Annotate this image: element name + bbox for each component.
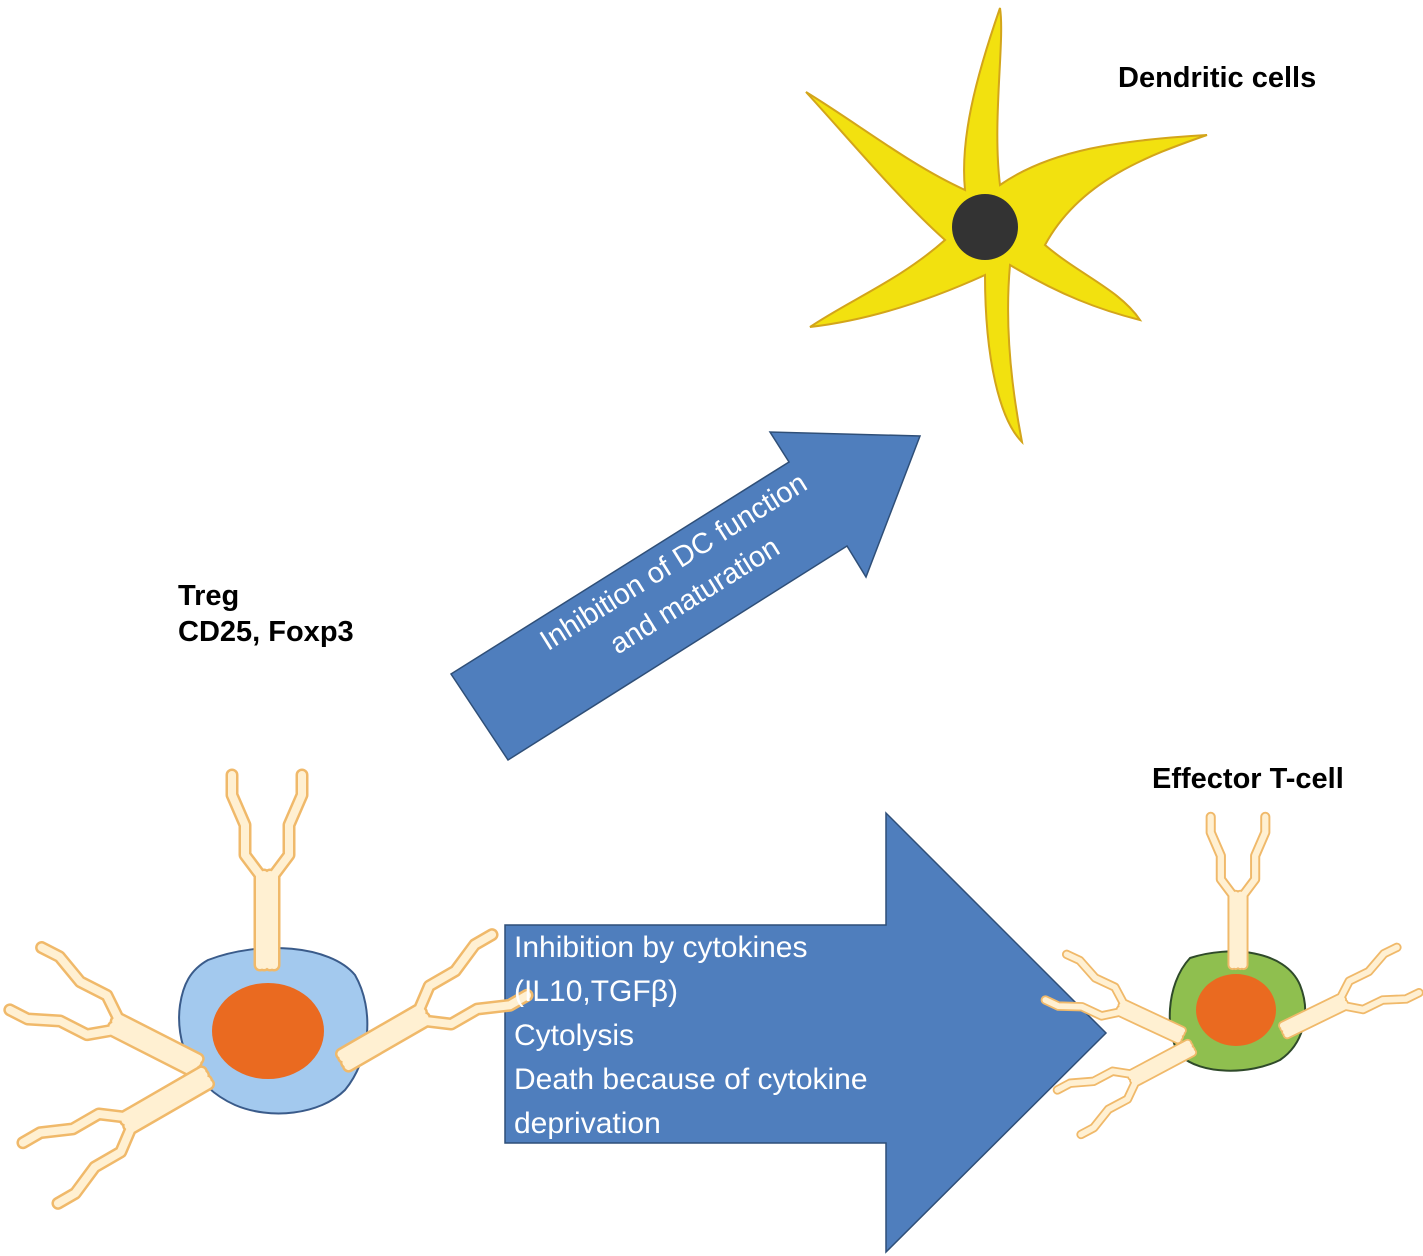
effector-cell-nucleus — [1196, 974, 1276, 1046]
label-treg-line1: Treg — [178, 580, 240, 612]
effector-arrow-text: Inhibition by cytokines (IL10,TGFβ) Cyto… — [514, 926, 868, 1146]
cyto-line: Death because of cytokine — [514, 1063, 868, 1096]
treg-cell-nucleus — [212, 983, 324, 1079]
dendritic-cell-nucleus — [952, 194, 1018, 260]
dendritic-cell — [805, 7, 1208, 446]
cyto-line: Inhibition by cytokines — [514, 931, 808, 964]
arrow-to-effector — [504, 811, 1108, 1254]
effector-t-cell — [1045, 817, 1419, 1135]
cyto-line: deprivation — [514, 1107, 661, 1140]
label-treg-line2: CD25, Foxp3 — [178, 616, 354, 648]
arrow-to-dendritic — [449, 431, 922, 762]
label-effector-t-cell: Effector T-cell — [1152, 763, 1344, 795]
label-treg: Treg CD25, Foxp3 — [178, 578, 354, 650]
cyto-line: Cytolysis — [514, 1019, 635, 1052]
label-dendritic-cells: Dendritic cells — [1118, 62, 1317, 94]
cyto-line: (IL10,TGFβ) — [514, 975, 678, 1008]
treg-cell — [10, 775, 527, 1203]
